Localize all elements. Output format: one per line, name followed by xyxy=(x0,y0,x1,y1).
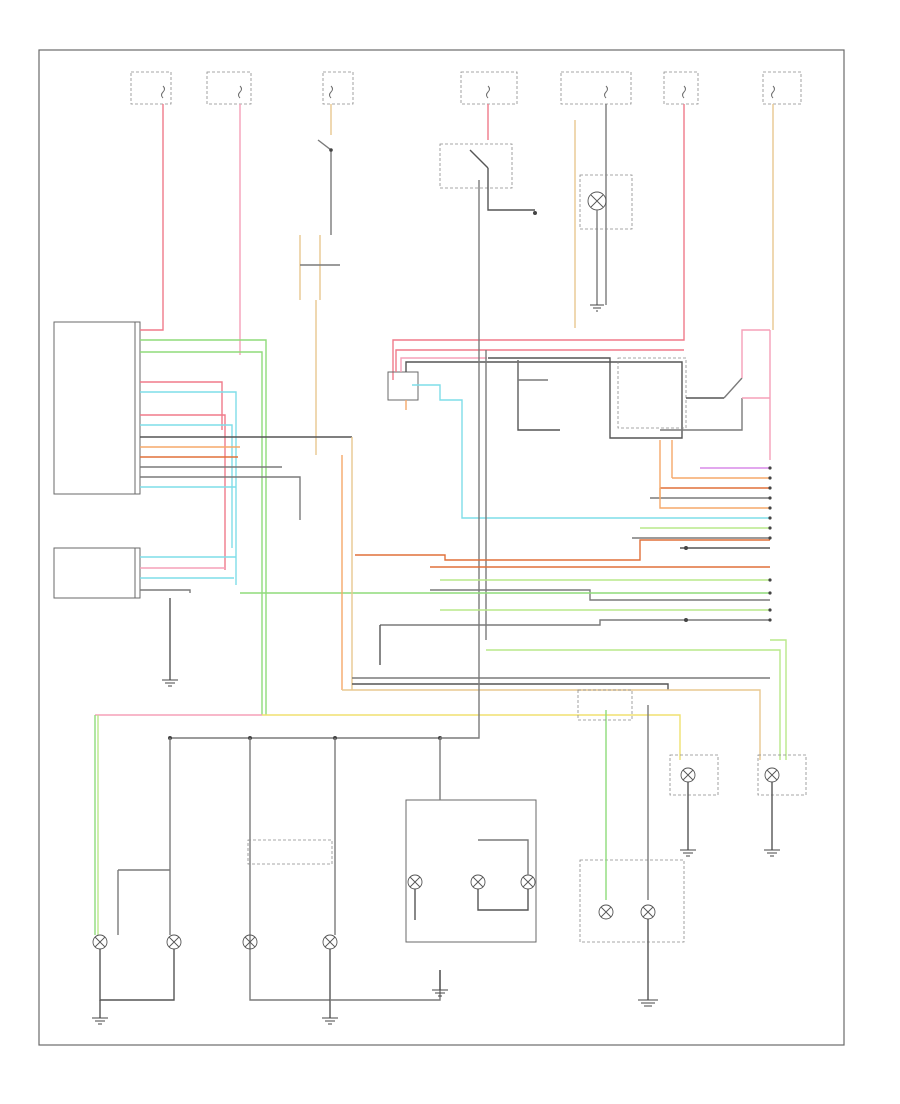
flasher-module-center xyxy=(387,349,770,519)
fuse-boxes-top xyxy=(130,71,802,105)
harness-left-switch-lower xyxy=(140,556,236,687)
diagram-frame xyxy=(38,49,845,1046)
left-lamp-group xyxy=(92,869,182,1025)
connector-stack-left xyxy=(299,235,340,455)
center-trailer-runs xyxy=(240,539,770,665)
sub-relay-box xyxy=(517,360,560,431)
fuse-symbols xyxy=(161,85,775,99)
wire-red-feed-7 xyxy=(392,104,685,380)
trailer-relay-right xyxy=(617,329,770,431)
horizontal-buses xyxy=(94,639,787,935)
flasher-switch-top xyxy=(439,143,537,215)
trailer-outputs-right xyxy=(632,440,770,549)
harness-left-switch xyxy=(140,322,352,715)
center-left-lamp-group xyxy=(242,839,441,1025)
top-center-lamp xyxy=(579,174,633,312)
lower-distribution xyxy=(168,660,480,1001)
right-lamp-pair xyxy=(669,754,807,857)
right-edge-connector-dots xyxy=(684,466,772,622)
multifunction-switch-left xyxy=(53,321,141,599)
right-center-lamp-pair xyxy=(577,689,685,1007)
relay-switch-left xyxy=(317,139,333,235)
center-lamp-cluster xyxy=(405,760,537,997)
